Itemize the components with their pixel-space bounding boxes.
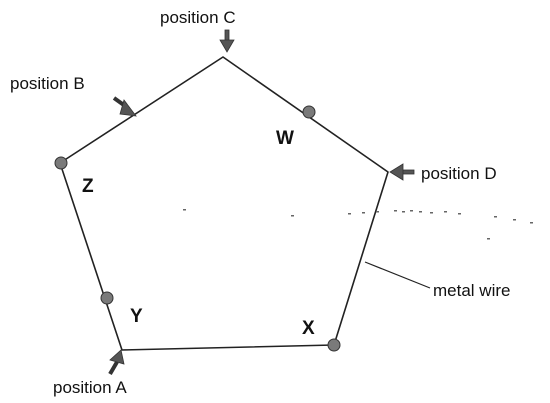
arrow-position-d [389, 163, 415, 181]
label-point-y: Y [130, 306, 143, 327]
bead-w [302, 105, 316, 119]
bead-y [100, 291, 114, 305]
label-position-d: position D [421, 164, 497, 183]
label-position-b: position B [10, 74, 85, 93]
arrow-position-b [112, 96, 137, 117]
label-point-z: Z [82, 176, 94, 197]
arrow-position-c [219, 29, 235, 53]
label-metal-wire: metal wire [433, 281, 510, 300]
label-point-w: W [276, 128, 294, 149]
label-position-c: position C [160, 8, 236, 27]
bead-x [327, 338, 341, 352]
label-point-x: X [302, 318, 315, 339]
background-specks [183, 209, 533, 240]
metal-wire-leader [364, 261, 431, 289]
arrow-position-a [108, 349, 125, 376]
label-position-a: position A [53, 378, 127, 397]
bead-z [54, 156, 68, 170]
metal-wire-loop [59, 56, 389, 351]
